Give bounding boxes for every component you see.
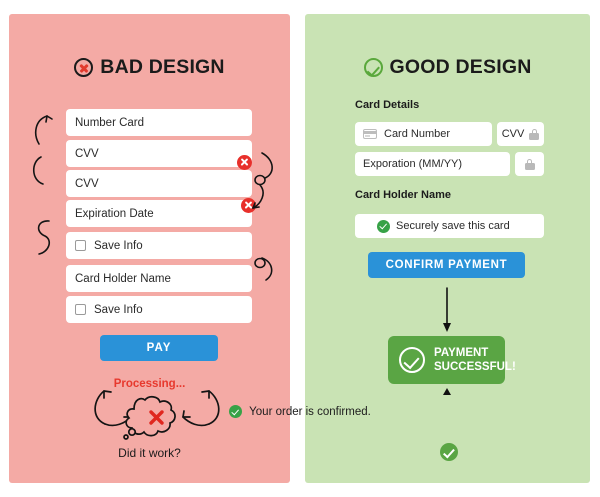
field-expiration-date-label: Expiration Date [75,207,154,220]
field-cvv-1[interactable]: CVV [66,140,252,167]
good-design-title: GOOD DESIGN [389,56,532,78]
pay-button[interactable]: PAY [100,335,218,361]
expiration-lock-box [515,152,544,176]
green-check-icon-order [229,405,243,418]
field-number-card[interactable]: Number Card [66,109,252,136]
input-expiration[interactable]: Exporation (MM/YY) [355,152,510,176]
input-expiration-placeholder: Exporation (MM/YY) [363,158,463,170]
field-save-info-1-label: Save Info [94,239,143,252]
secure-save-label: Securely save this card [396,220,510,232]
field-cvv-2[interactable]: CVV [66,170,252,197]
circle-x-icon [74,58,94,78]
green-check-icon-secure [377,219,390,233]
label-card-details: Card Details [355,99,420,111]
confirm-payment-button-label: CONFIRM PAYMENT [385,259,508,271]
checkbox-save-info-2[interactable] [75,304,86,315]
field-card-holder-name[interactable]: Card Holder Name [66,265,252,292]
field-card-holder-name-label: Card Holder Name [75,272,171,285]
bad-design-panel: BAD DESIGN Number Card CVV CVV Expiratio… [9,14,290,483]
circle-check-icon-success [399,347,425,373]
success-line-2: SUCCESSFUL! [434,361,516,373]
good-design-panel: GOOD DESIGN [305,14,590,483]
payment-successful-box: PAYMENT SUCCESSFUL! [388,336,516,384]
field-save-info-1[interactable]: Save Info [66,232,252,259]
checkbox-save-info-1[interactable] [75,240,86,251]
input-cvv-label: CVV [501,128,525,140]
pay-button-label: PAY [146,342,172,354]
error-badge-icon-2 [241,198,256,213]
circle-check-icon [363,58,383,78]
label-card-holder-name: Card Holder Name [355,189,451,201]
processing-status: Processing... [113,378,186,390]
lock-icon-expiration [524,158,535,170]
order-confirmed-row: Your order is confirmed. [0,405,600,418]
lock-icon-cvv [529,128,540,140]
input-card-number[interactable]: Card Number [355,122,492,146]
green-check-icon-final [440,443,458,461]
field-expiration-date[interactable]: Expiration Date [66,200,252,227]
field-save-info-2[interactable]: Save Info [66,296,252,323]
input-card-number-placeholder: Card Number [384,128,451,140]
field-cvv-1-label: CVV [75,147,99,160]
confirm-payment-button[interactable]: CONFIRM PAYMENT [368,252,525,278]
bad-design-heading: BAD DESIGN [9,56,290,78]
order-confirmed-text: Your order is confirmed. [249,405,371,418]
did-it-work-text: Did it work? [118,446,181,460]
bad-design-title: BAD DESIGN [100,56,225,78]
input-cvv[interactable]: CVV [497,122,544,146]
secure-save-row[interactable]: Securely save this card [355,214,544,238]
field-cvv-2-label: CVV [75,177,99,190]
error-badge-icon-1 [237,155,252,170]
field-number-card-label: Number Card [75,116,145,129]
success-line-1: PAYMENT [434,346,489,359]
good-design-heading: GOOD DESIGN [305,56,590,78]
field-save-info-2-label: Save Info [94,303,143,316]
credit-card-icon [363,129,377,139]
